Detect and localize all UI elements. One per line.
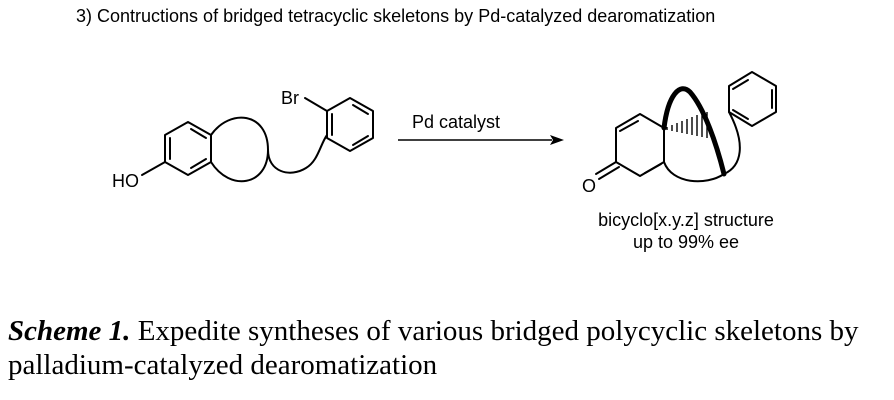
caption-label: Scheme 1. [8, 315, 131, 347]
product-structure [595, 71, 777, 183]
section-heading: 3) Contructions of bridged tetracyclic s… [76, 6, 716, 26]
bold-bridge-arch [661, 86, 727, 177]
hashed-wedge-bond [666, 112, 708, 138]
arrow-head [550, 135, 564, 145]
product-ee: up to 99% ee [633, 232, 739, 252]
fused-ring-arc [210, 116, 269, 183]
carbonyl-bond-1 [595, 161, 617, 175]
scheme-caption: Scheme 1. Expedite syntheses of various … [8, 314, 888, 382]
reaction-arrow [398, 135, 564, 145]
starting-material [141, 97, 374, 183]
carbonyl-bond-2 [598, 166, 620, 180]
side-bridge [723, 111, 741, 175]
bromo-bond [304, 97, 328, 112]
product-description: bicyclo[x.y.z] structure [598, 210, 774, 230]
caption-text: Expedite syntheses of various bridged po… [8, 315, 859, 381]
reaction-scheme: Br HO Pd catalyst O bi [112, 71, 777, 252]
bromophenyl-ring [326, 97, 374, 152]
arrow-label: Pd catalyst [412, 112, 500, 132]
tether-chain [267, 134, 328, 174]
phenyl-ring [728, 71, 777, 127]
oxygen-label: O [582, 176, 596, 196]
lower-bridge [663, 161, 725, 183]
hydroxyl-label: HO [112, 171, 139, 191]
bromo-label: Br [281, 88, 299, 108]
hydroxyl-bond [141, 161, 166, 176]
phenol-ring [164, 121, 212, 176]
